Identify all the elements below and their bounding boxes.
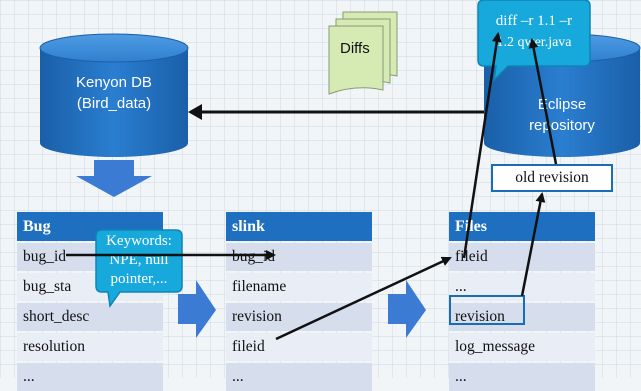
table-row: log_message [449,333,595,361]
shapes-layer [39,0,641,338]
table-row: filename [226,273,372,301]
keywords-line1: Keywords: [106,233,172,249]
slink-fileid-to-files-fileid-arrow [275,256,452,341]
keywords-callout-shape [95,229,183,308]
connectors-layer [66,32,558,341]
files-table-header: Files [449,212,595,241]
diffs-label: Diffs [340,40,370,57]
kenyon-db-name: Kenyon DB [76,74,152,91]
table-row: short_desc [17,303,163,331]
table-row: fileid [449,243,595,271]
files-revision-highlight [449,295,525,325]
eclipse-repo-label: Eclipse repository [490,94,634,136]
old-revision-to-diff-callout-arrow [528,38,558,165]
kenyon-db-cylinder [39,33,189,157]
keywords-callout-text: Keywords: NPE, null pointer,... [96,232,182,289]
slink-table: slink bug_id filename revision fileid ..… [226,212,372,391]
bug-to-slink-arrow [178,280,216,338]
slink-table-header: slink [226,212,372,241]
diff-command-line1: diff –r 1.1 –r [495,13,573,29]
revision-to-old-revision-arrow [520,192,546,297]
table-row: resolution [17,333,163,361]
kenyon-db-subtitle: (Bird_data) [76,95,152,112]
table-row: revision [226,303,372,331]
table-row: bug_id [226,243,372,271]
bug-table-header: Bug [17,212,163,241]
table-row: revision [449,303,595,331]
keywords-callout-layer [95,229,183,308]
fileid-to-diff-callout-arrow [462,32,502,259]
eclipse-repo-subtitle: repository [529,117,595,134]
old-revision-box: old revision [491,164,613,192]
keywords-line3: pointer,... [110,271,168,287]
kenyon-db-label: Kenyon DB (Bird_data) [44,72,184,114]
slink-to-files-arrow [388,280,426,338]
table-row: fileid [226,333,372,361]
kenyon-down-arrow [76,160,152,197]
repo-to-kenyon-arrow [188,104,484,120]
eclipse-repo-name: Eclipse [537,96,587,113]
diffs-documents-icon [328,11,398,95]
